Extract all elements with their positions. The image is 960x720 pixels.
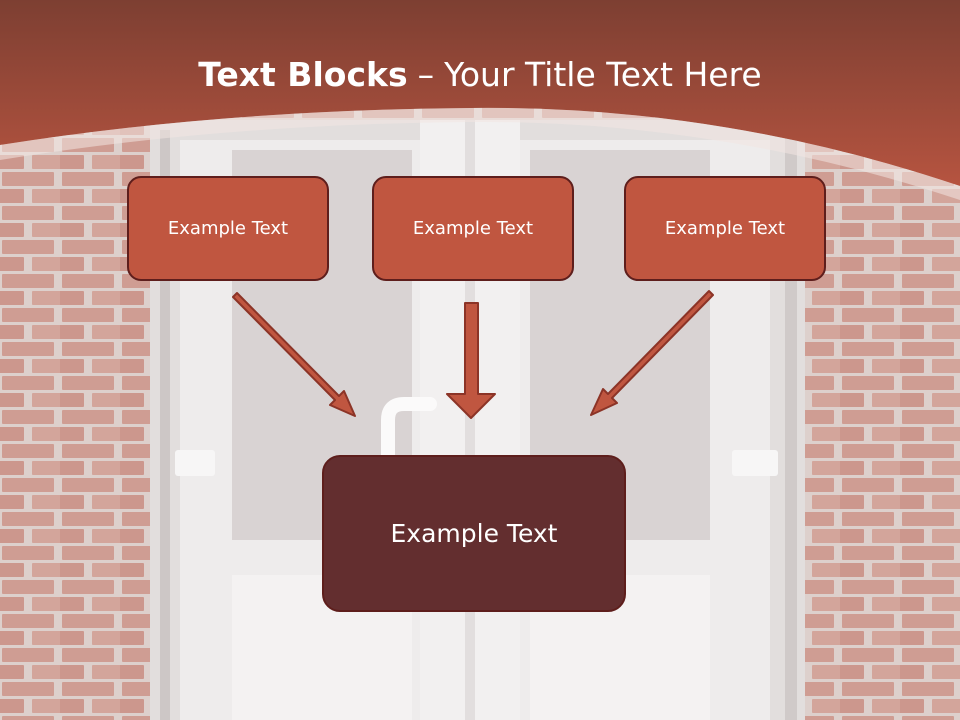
text-block-1[interactable]: Example Text (127, 176, 329, 281)
target-block-label: Example Text (390, 519, 558, 548)
arrow-center (446, 302, 496, 419)
text-block-3-label: Example Text (664, 218, 786, 239)
slide-title: Text Blocks–Your Title Text Here (0, 52, 960, 98)
text-block-2[interactable]: Example Text (372, 176, 574, 281)
arrow-left (232, 292, 356, 417)
title-subtitle-part: Your Title Text Here (444, 55, 762, 94)
title-bold-part: Text Blocks (198, 55, 408, 94)
title-dash: – (417, 55, 435, 94)
text-block-3[interactable]: Example Text (624, 176, 826, 281)
target-block[interactable]: Example Text (322, 455, 626, 612)
text-block-1-label: Example Text (167, 218, 289, 239)
arrow-right (590, 290, 714, 416)
text-block-2-label: Example Text (412, 218, 534, 239)
